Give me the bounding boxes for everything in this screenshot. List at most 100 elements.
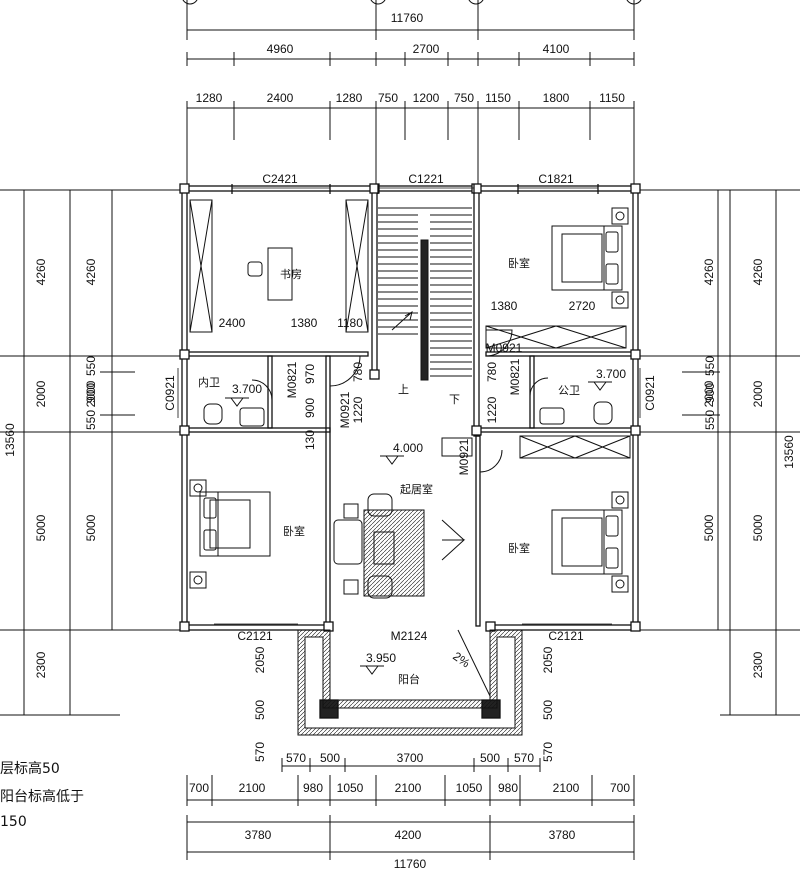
dim-overall-top: 11760: [391, 11, 424, 25]
structural-column: [179, 621, 190, 632]
door-label-bath-e: M0821: [508, 358, 522, 395]
dim-left-inner-1: 2000: [84, 380, 98, 407]
bookshelf-cross: [345, 199, 369, 333]
dim-bed-ne-a: 1380: [491, 299, 518, 313]
note-line-1: 层标高50: [0, 761, 60, 777]
dim-ecol-a: 780: [485, 362, 499, 382]
nightstand: [611, 291, 629, 309]
dim-bot-1-0: 570: [286, 751, 306, 765]
dim-bot-1-2: 3700: [397, 751, 424, 765]
toilet-e: [593, 401, 613, 425]
wall-bath-e-south: [475, 427, 637, 433]
dim-left-inner-2: 5000: [84, 514, 98, 541]
dim-bot-1-4: 570: [514, 751, 534, 765]
axis-bubble: [182, 0, 198, 5]
wall-west: [181, 185, 188, 631]
window-label-stair: C1221: [408, 172, 444, 186]
wall-east: [632, 185, 639, 631]
dim-bed-ne-b: 2720: [569, 299, 596, 313]
dim-bot-2-8: 700: [610, 781, 630, 795]
dim-top-2-8: 1150: [599, 91, 625, 105]
dim-bot-1-1: 500: [320, 751, 340, 765]
lamp-icon: [193, 575, 203, 585]
dim-top-2-7: 1800: [543, 91, 570, 105]
bed-ne-pillow: [605, 231, 619, 253]
dim-right-1: 2000: [751, 380, 765, 407]
door-swing-bed-se: [479, 449, 503, 473]
dim-wcol-a: 970: [303, 364, 317, 384]
dim-left-inner-0: 4260: [84, 258, 98, 285]
dim-top-2-1: 2400: [267, 91, 294, 105]
structural-column: [630, 425, 641, 436]
dim-bot-2-0: 700: [189, 781, 209, 795]
window-label-bath-e: C0921: [643, 375, 657, 411]
room-label-bed-sw: 卧室: [283, 524, 305, 538]
dim-overall-right: 13560: [782, 435, 796, 469]
door-swing-bath-e: [529, 377, 549, 397]
wall-living-east: [475, 435, 481, 627]
elevation-marker: [360, 665, 384, 675]
bed-se-quilt: [561, 517, 603, 567]
bed-se-headboard: [603, 509, 623, 575]
dim-wcol-c: 1220: [351, 396, 365, 423]
bed-se-pillow: [605, 515, 619, 537]
coffee-table: [373, 531, 395, 565]
dim-right-small-2: 550: [703, 410, 717, 430]
wall-study-south: [181, 351, 369, 357]
dim-study-a: 2400: [219, 316, 246, 330]
dim-top-2-0: 1280: [196, 91, 223, 105]
axis-bubble: [626, 0, 642, 5]
dim-bot-2-6: 980: [498, 781, 518, 795]
structural-column: [630, 183, 641, 194]
elevation-marker: [380, 455, 404, 465]
window-label-bed-sw: C2121: [237, 629, 273, 643]
dim-study-b: 1380: [291, 316, 318, 330]
dim-left-small-0: 550: [84, 356, 98, 376]
dim-right-3: 2300: [751, 651, 765, 678]
dim-left-3: 2300: [34, 651, 48, 678]
nightstand: [189, 479, 207, 497]
bed-sw-headboard: [199, 491, 219, 557]
door-swing-study: [329, 355, 361, 387]
stair-up-label: 上: [398, 383, 409, 396]
structural-column: [630, 621, 641, 632]
dim-bot-2-1: 2100: [239, 781, 266, 795]
wall-north: [181, 185, 638, 192]
basin-e: [539, 407, 565, 425]
dim-bot-2-5: 1050: [456, 781, 483, 795]
wall-living-west: [325, 355, 331, 627]
window-label-bed-ne: C1821: [538, 172, 574, 186]
lamp-icon: [193, 483, 203, 493]
dim-top-2-2: 1280: [336, 91, 363, 105]
bed-ne-quilt: [561, 233, 603, 283]
stair-down-label: 下: [449, 393, 460, 406]
slope-label: 2%: [450, 649, 473, 671]
tv-stand-mark: [441, 519, 466, 561]
wall-stair-west: [371, 185, 378, 379]
lamp-icon: [615, 495, 625, 505]
door-swing-bed-ne: [485, 329, 513, 357]
note-line-2: 阳台标高低于: [0, 789, 84, 805]
structural-column: [179, 349, 190, 360]
wall-stair-east: [473, 185, 480, 437]
dim-bot-1-3: 500: [480, 751, 500, 765]
elevation-bath-w: 3.700: [232, 382, 262, 396]
side-table: [343, 579, 359, 595]
study-chair: [247, 261, 263, 277]
dim-bal-l-b: 500: [253, 700, 267, 720]
elevation-balcony: 3.950: [366, 651, 396, 665]
dim-bot-2-7: 2100: [553, 781, 580, 795]
dim-bot-2-2: 980: [303, 781, 323, 795]
dim-right-inner-0: 4260: [702, 258, 716, 285]
dim-overall-bottom: 11760: [394, 857, 427, 871]
dim-left-1: 2000: [34, 380, 48, 407]
note-line-3: 150: [0, 814, 27, 830]
stair-handrail: [420, 239, 429, 381]
dim-bot-2-4: 2100: [395, 781, 422, 795]
dim-top-2-3: 750: [378, 91, 398, 105]
nightstand: [189, 571, 207, 589]
dim-bot-3-0: 3780: [245, 828, 272, 842]
dim-overall-left: 13560: [3, 423, 17, 457]
bed-sw-pillow: [203, 529, 217, 551]
